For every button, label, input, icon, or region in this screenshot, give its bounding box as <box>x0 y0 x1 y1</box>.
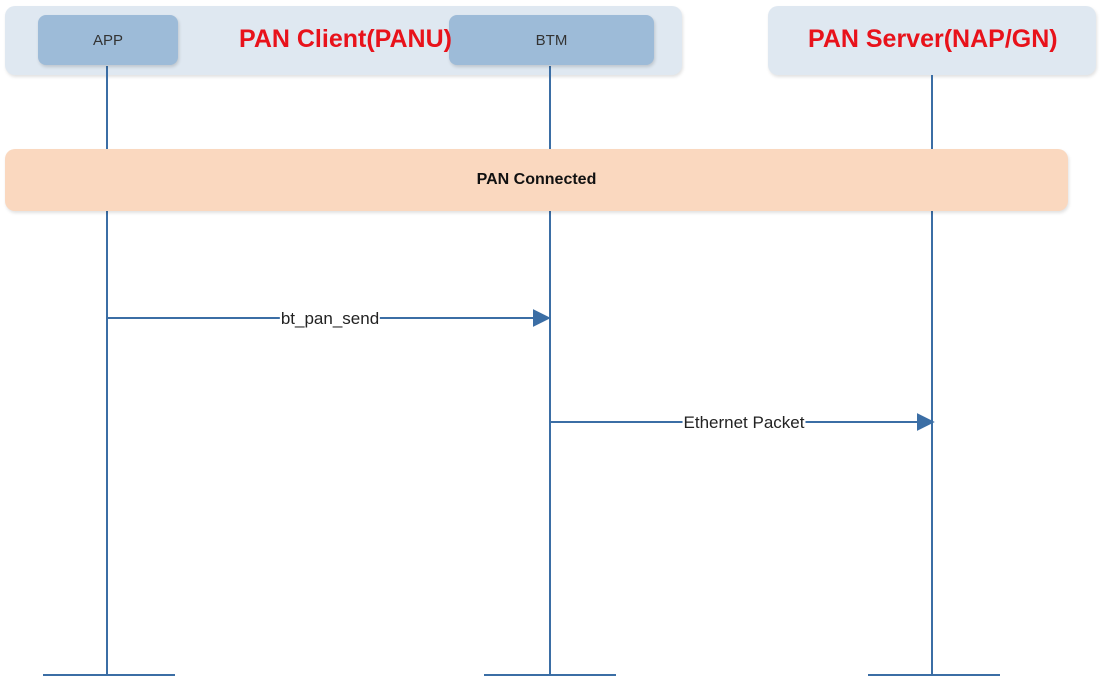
bt-pan-send-label: bt_pan_send <box>279 309 381 329</box>
ethernet-packet-label: Ethernet Packet <box>682 413 806 433</box>
server-group-title: PAN Server(NAP/GN) <box>808 25 1058 53</box>
server-group-box <box>768 6 1096 75</box>
participant-btm: BTM <box>449 15 654 65</box>
pan-connected-state-bar: PAN Connected <box>5 149 1068 211</box>
client-group-title: PAN Client(PANU) <box>239 25 452 53</box>
participant-app: APP <box>38 15 178 65</box>
